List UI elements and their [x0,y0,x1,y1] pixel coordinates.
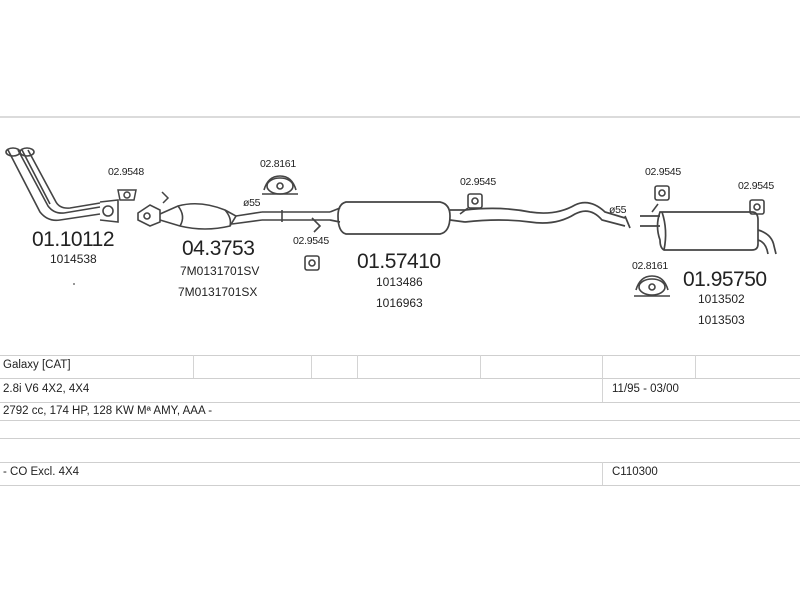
part-number-rear-silencer: 01.95750 [683,268,767,291]
stray-dot [73,283,75,285]
table-vline-4 [480,355,481,378]
label-clamp-rear: 02.8161 [632,260,668,272]
table-model: Galaxy [CAT] [3,359,71,371]
table-vline-6 [695,355,696,378]
part-number-catalyst: 04.3753 [182,237,255,260]
table-code: C110300 [612,466,658,478]
table-line-6 [0,462,800,463]
table-engine: 2.8i V6 4X2, 4X4 [3,383,90,395]
table-line-4 [0,420,800,421]
part-ref-catalyst-2: 7M0131701SX [178,285,258,299]
label-hanger-4: 02.9545 [738,180,774,192]
part-ref-rear-silencer-1: 1013502 [698,292,745,306]
diameter-label-rear: ø55 [609,204,627,216]
diameter-label-front: ø55 [243,197,261,209]
part-ref-downpipe: 1014538 [50,252,97,266]
table-specs: 2792 cc, 174 HP, 128 KW Mª AMY, AAA - [3,405,213,417]
part-number-centre-silencer: 01.57410 [357,250,441,273]
hanger-drawing-2 [459,193,483,215]
table-vline-1 [193,355,194,378]
part-ref-catalyst-1: 7M0131701SV [180,264,260,278]
part-ref-centre-silencer-1: 1013486 [376,275,423,289]
label-gasket: 02.9548 [108,166,144,178]
front-downpipe-drawing [5,147,119,223]
part-ref-centre-silencer-2: 1016963 [376,296,423,310]
clamp-drawing [262,175,298,195]
table-vline-5 [602,355,603,402]
label-clamp-front: 02.8161 [260,158,296,170]
intermediate-pipe-drawing [262,210,330,233]
table-vline-7 [602,462,603,485]
table-line-1 [0,355,800,356]
hanger-drawing-4 [749,199,765,215]
hanger-drawing-1 [304,255,320,271]
table-line-3 [0,402,800,403]
table-years: 11/95 - 03/00 [612,383,679,395]
table-line-2 [0,378,800,379]
clamp-drawing-rear [634,275,670,297]
label-hanger-1: 02.9545 [293,235,329,247]
gasket-drawing [117,189,170,204]
label-hanger-3: 02.9545 [645,166,681,178]
table-line-5 [0,438,800,439]
hanger-drawing-3 [651,185,670,213]
table-vline-3 [357,355,358,378]
table-notes: - CO Excl. 4X4 [3,466,80,478]
table-vline-2 [311,355,312,378]
centre-silencer-drawing [329,201,631,235]
catalytic-converter-drawing [137,202,263,230]
part-number-downpipe: 01.10112 [32,228,115,251]
part-ref-rear-silencer-2: 1013503 [698,313,745,327]
rear-silencer-drawing [640,211,777,255]
table-line-7 [0,485,800,486]
label-hanger-2: 02.9545 [460,176,496,188]
